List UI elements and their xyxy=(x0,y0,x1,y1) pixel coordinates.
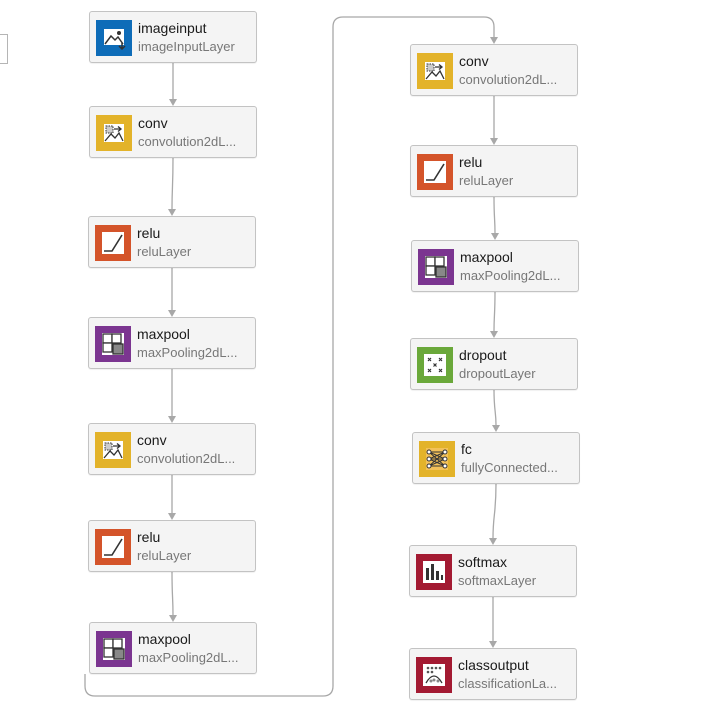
layer-node-classoutput[interactable]: classoutput classificationLa... xyxy=(409,648,577,700)
edge-arrowhead xyxy=(168,513,176,520)
edge-arrowhead xyxy=(490,138,498,145)
panel-edge-stub xyxy=(0,34,8,64)
edge-arrowhead xyxy=(491,233,499,240)
edge-arrowhead xyxy=(169,99,177,106)
layer-name: maxpool xyxy=(138,631,191,647)
layer-node-conv-3[interactable]: conv convolution2dL... xyxy=(410,44,578,96)
layer-name: conv xyxy=(137,432,167,448)
layer-node-softmax[interactable]: softmax softmaxLayer xyxy=(409,545,577,597)
layer-name: conv xyxy=(459,53,489,69)
layer-name: maxpool xyxy=(137,326,190,342)
layer-type: dropoutLayer xyxy=(459,366,536,381)
edge-arrowhead xyxy=(168,209,176,216)
dropout-icon xyxy=(417,347,453,383)
layer-node-relu-3[interactable]: relu reluLayer xyxy=(410,145,578,197)
edge-connector xyxy=(171,157,174,210)
edge-arrowhead xyxy=(490,331,498,338)
edge-arrowhead xyxy=(489,538,497,545)
max-pooling-icon xyxy=(95,326,131,362)
convolution-icon xyxy=(417,53,453,89)
layer-name: maxpool xyxy=(460,249,513,265)
fully-connected-icon xyxy=(419,441,455,477)
layer-name: dropout xyxy=(459,347,507,363)
layer-node-maxpool-2[interactable]: maxpool maxPooling2dL... xyxy=(89,622,257,674)
softmax-icon xyxy=(416,554,452,590)
edge-arrowhead xyxy=(492,425,500,432)
layer-type: imageInputLayer xyxy=(138,39,235,54)
relu-icon xyxy=(417,154,453,190)
layer-type: convolution2dL... xyxy=(138,134,237,149)
layer-node-maxpool-1[interactable]: maxpool maxPooling2dL... xyxy=(88,317,256,369)
classification-icon xyxy=(416,657,452,693)
layer-node-dropout[interactable]: dropout dropoutLayer xyxy=(410,338,578,390)
max-pooling-icon xyxy=(96,631,132,667)
layer-type: reluLayer xyxy=(459,173,514,188)
relu-icon xyxy=(95,529,131,565)
layer-type: convolution2dL... xyxy=(459,72,558,87)
edge-arrowhead xyxy=(490,37,498,44)
layer-type: maxPooling2dL... xyxy=(460,268,561,283)
layer-node-relu-1[interactable]: relu reluLayer xyxy=(88,216,256,268)
layer-name: relu xyxy=(459,154,483,170)
layer-name: classoutput xyxy=(458,657,529,673)
layer-name: conv xyxy=(138,115,168,131)
layer-node-conv-2[interactable]: conv convolution2dL... xyxy=(88,423,256,475)
layer-type: reluLayer xyxy=(137,548,192,563)
convolution-icon xyxy=(95,432,131,468)
relu-icon xyxy=(95,225,131,261)
layer-node-fc[interactable]: fc fullyConnected... xyxy=(412,432,580,484)
image-input-icon xyxy=(96,20,132,56)
layer-node-maxpool-3[interactable]: maxpool maxPooling2dL... xyxy=(411,240,579,292)
edge-arrowhead xyxy=(168,310,176,317)
layer-name: softmax xyxy=(458,554,508,570)
layer-type: classificationLa... xyxy=(458,676,557,691)
layer-type: convolution2dL... xyxy=(137,451,236,466)
max-pooling-icon xyxy=(418,249,454,285)
edge-connector xyxy=(493,389,497,426)
layer-type: maxPooling2dL... xyxy=(137,345,238,360)
layer-type: maxPooling2dL... xyxy=(138,650,239,665)
edge-arrowhead xyxy=(489,641,497,648)
layer-type: fullyConnected... xyxy=(461,460,558,475)
layer-type: reluLayer xyxy=(137,244,192,259)
layer-name: fc xyxy=(461,441,472,457)
edge-connector xyxy=(171,571,174,616)
edge-arrowhead xyxy=(169,615,177,622)
layer-type: softmaxLayer xyxy=(458,573,537,588)
edge-connector xyxy=(493,291,496,332)
edge-connector xyxy=(493,196,496,234)
layer-node-relu-2[interactable]: relu reluLayer xyxy=(88,520,256,572)
edge-arrowhead xyxy=(168,416,176,423)
layer-node-conv-1[interactable]: conv convolution2dL... xyxy=(89,106,257,158)
layer-name: relu xyxy=(137,225,161,241)
layer-node-imageinput[interactable]: imageinput imageInputLayer xyxy=(89,11,257,63)
edge-connector xyxy=(492,483,497,539)
convolution-icon xyxy=(96,115,132,151)
layer-name: imageinput xyxy=(138,20,207,36)
layer-name: relu xyxy=(137,529,161,545)
